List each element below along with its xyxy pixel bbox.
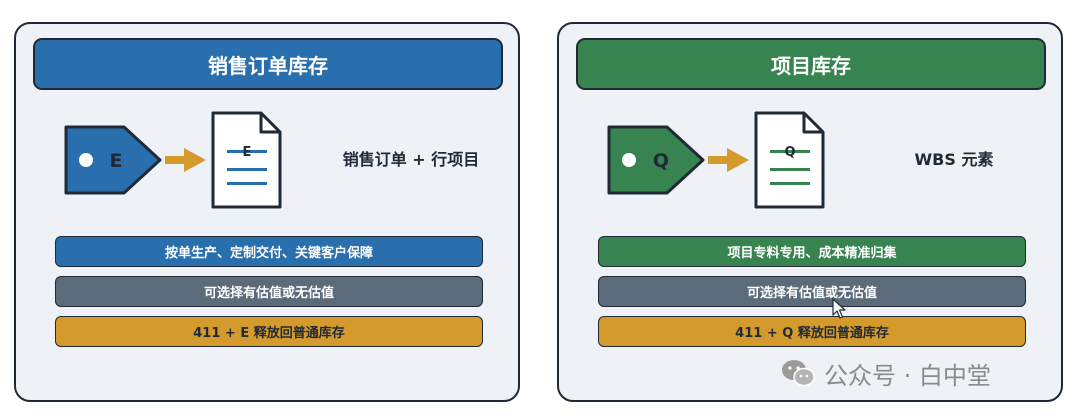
arrow-right-icon [708,148,749,172]
watermark: 公众号 · 白中堂 [780,356,991,390]
reference-description: 销售订单 + 行项目 [342,150,480,169]
sales-order-diagram: E E [64,111,282,209]
tag-icon: E [64,125,162,195]
document-icon: E [211,111,282,209]
release-bar: 411 + E 释放回普通库存 [55,316,483,347]
valuation-bar: 可选择有估值或无估值 [55,276,483,307]
document-icon: Q [754,111,825,209]
panel-title: 项目库存 [576,38,1046,90]
release-bar: 411 + Q 释放回普通库存 [598,316,1026,347]
valuation-bar: 可选择有估值或无估值 [598,276,1026,307]
doc-letter: E [243,145,252,160]
tag-icon: Q [607,125,705,195]
project-stock-panel: 项目库存 Q Q WBS 元素 项目专料专用、成本精准归集 可选择有估值或无估值… [557,22,1063,402]
watermark-text: 公众号 · 白中堂 [824,361,991,390]
use-case-bar: 项目专料专用、成本精准归集 [598,236,1026,267]
project-stock-diagram: Q Q [607,111,825,209]
sales-order-stock-panel: 销售订单库存 E E 销售订单 + 行项目 按单生产、定制交付、关键客户保障 可… [14,22,520,402]
panel-title: 销售订单库存 [33,38,503,90]
use-case-bar: 按单生产、定制交付、关键客户保障 [55,236,483,267]
tag-letter: E [110,150,123,172]
tag-letter: Q [653,150,669,172]
reference-description: WBS 元素 [914,150,994,169]
doc-letter: Q [784,145,795,160]
arrow-right-icon [165,148,206,172]
wechat-icon [782,360,815,387]
mouse-cursor-icon [832,298,846,319]
